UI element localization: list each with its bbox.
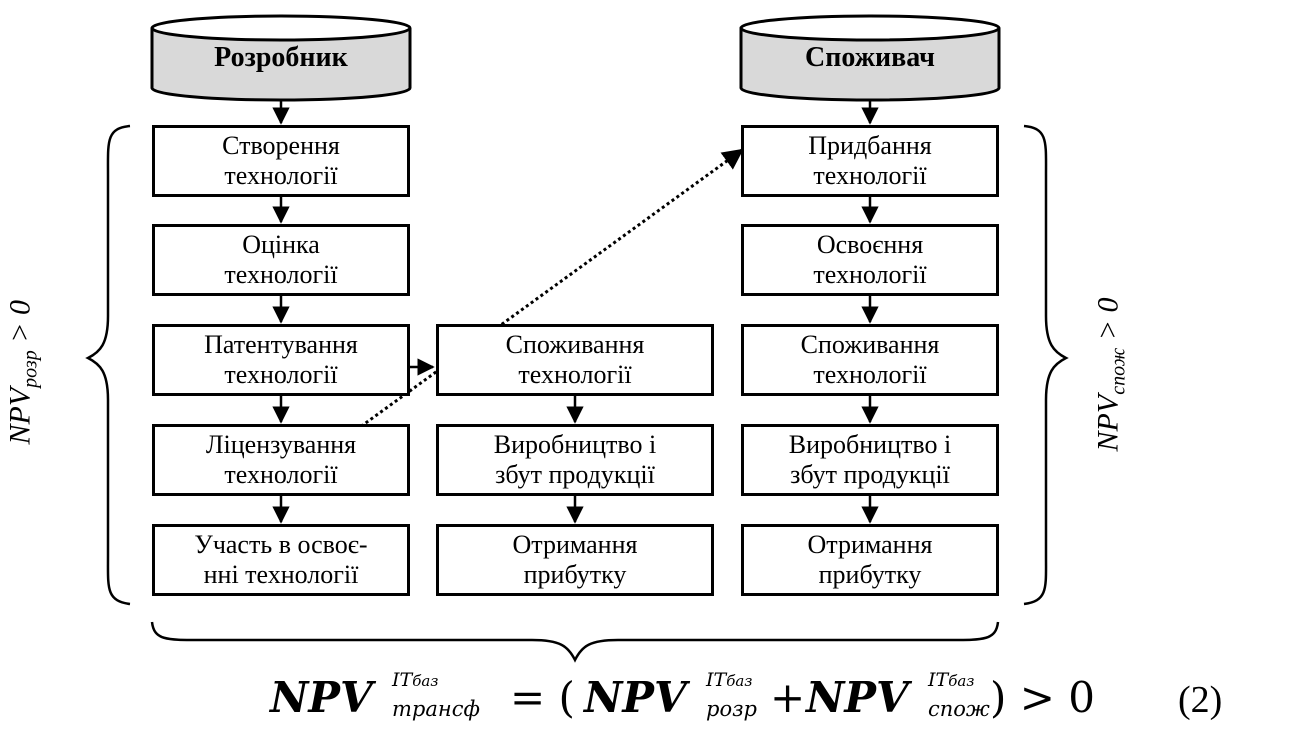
box-dev-participate: Участь в освоє- нні технології [152, 524, 410, 596]
box-mid-produce: Виробництво і збут продукції [436, 424, 714, 496]
formula-eq: = ( [510, 673, 575, 722]
box-line: Ліцензування [205, 430, 357, 459]
consumer-database [739, 14, 1001, 102]
box-line: технології [813, 161, 927, 190]
box-dev-patent: Патентування технології [152, 324, 410, 396]
box-line: збут продукції [790, 460, 950, 489]
box-dev-create: Створення технології [152, 125, 410, 197]
box-line: технології [813, 360, 927, 389]
box-line: Отримання [512, 530, 638, 559]
box-dev-license: Ліцензування технології [152, 424, 410, 496]
box-line: збут продукції [495, 460, 655, 489]
formula-plus: + [770, 673, 806, 722]
box-line: технології [518, 360, 632, 389]
box-line: Виробництво і [788, 430, 952, 459]
left-npv-label: NPVрозр > 0 [3, 300, 43, 445]
box-dev-evaluate: Оцінка технології [152, 224, 410, 296]
formula-term1-npv: NPV [584, 673, 687, 722]
developer-database [150, 14, 412, 102]
box-line: прибутку [818, 560, 922, 589]
box-con-produce: Виробництво і збут продукції [741, 424, 999, 496]
license-transfer-arrow [355, 148, 744, 432]
box-line: Споживання [800, 330, 940, 359]
npv-main: NPV [3, 387, 37, 445]
formula-term1-sup: ІТбаз [706, 670, 752, 691]
box-line: Освоєння [816, 230, 924, 259]
right-brace [1023, 124, 1069, 606]
sup-sub-text: баз [726, 672, 753, 690]
sup-sub-text: баз [948, 672, 975, 690]
sup-text: ІТ [706, 669, 727, 691]
formula-close: ) > 0 [990, 673, 1095, 722]
npv-sub: розр [19, 350, 42, 388]
box-line: технології [224, 460, 338, 489]
npv-rest: > 0 [3, 300, 37, 351]
developer-title: Розробник [214, 42, 348, 73]
sup-text: ІТ [928, 669, 949, 691]
npv-main: NPV [1091, 394, 1125, 452]
formula-lhs-sub: трансф [392, 697, 480, 721]
box-line: Патентування [204, 330, 358, 359]
npv-formula: NPV ІТбаз трансф = ( NPV ІТбаз розр + NP… [0, 664, 1293, 734]
box-line: технології [224, 260, 338, 289]
box-line: нні технології [203, 560, 359, 589]
box-line: Споживання [505, 330, 645, 359]
box-line: Отримання [807, 530, 933, 559]
right-npv-label: NPVспож > 0 [1092, 295, 1131, 455]
box-con-purchase: Придбання технології [741, 125, 999, 197]
box-mid-profit: Отримання прибутку [436, 524, 714, 596]
bottom-brace [150, 621, 1000, 663]
box-con-consume: Споживання технології [741, 324, 999, 396]
box-line: прибутку [523, 560, 627, 589]
sup-text: ІТ [392, 669, 413, 691]
formula-term2-sup: ІТбаз [928, 670, 974, 691]
box-con-profit: Отримання прибутку [741, 524, 999, 596]
box-mid-consume: Споживання технології [436, 324, 714, 396]
box-line: Виробництво і [493, 430, 657, 459]
formula-lhs-npv: NPV [270, 673, 373, 722]
consumer-title: Споживач [805, 42, 935, 73]
npv-sub: спож [1107, 347, 1130, 395]
npv-rest: > 0 [1091, 297, 1125, 348]
formula-term2-sub: спож [928, 697, 990, 721]
sup-sub-text: баз [412, 672, 439, 690]
box-line: технології [224, 161, 338, 190]
box-line: технології [813, 260, 927, 289]
box-line: технології [224, 360, 338, 389]
box-line: Оцінка [242, 230, 320, 259]
box-line: Створення [222, 131, 340, 160]
box-line: Придбання [808, 131, 932, 160]
formula-term2-npv: NPV [806, 673, 909, 722]
formula-lhs-sup: ІТбаз [392, 670, 438, 691]
box-line: Участь в освоє- [194, 530, 368, 559]
formula-term1-sub: розр [706, 697, 757, 721]
equation-number: (2) [1178, 679, 1223, 721]
left-brace [85, 124, 131, 606]
box-con-master: Освоєння технології [741, 224, 999, 296]
